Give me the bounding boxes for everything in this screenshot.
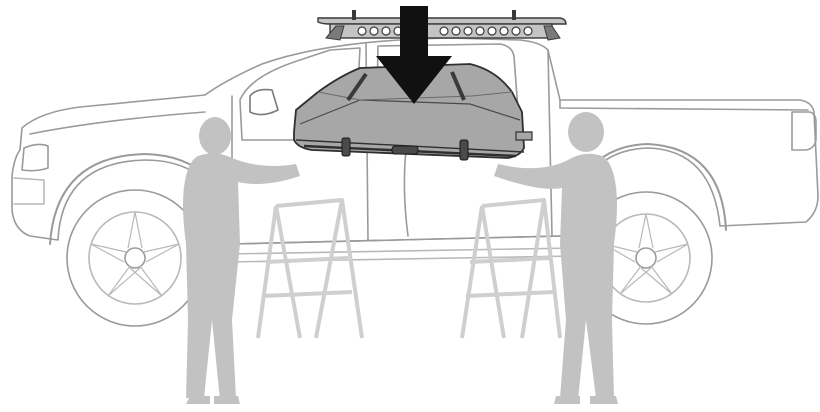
side-mirror [250,90,278,115]
rear-door-line [404,150,408,236]
hood-line [30,112,205,134]
step-ladder-icon [258,200,362,338]
roof-rack-icon [318,10,566,40]
cab-bed-seam [548,50,552,236]
front-wheel [67,190,203,326]
tailgate [792,112,816,150]
step-ladder-icon [462,200,560,338]
headlight [22,144,48,170]
grille [14,178,44,204]
bed-rail [560,100,808,110]
